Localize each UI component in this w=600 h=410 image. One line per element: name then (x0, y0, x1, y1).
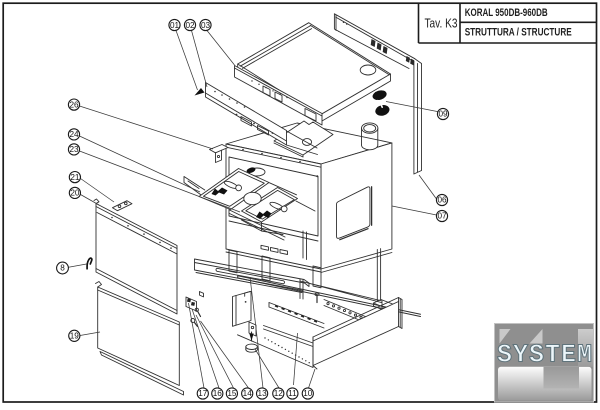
svg-text:20: 20 (70, 189, 80, 198)
svg-text:09: 09 (438, 110, 448, 119)
svg-text:8: 8 (60, 264, 65, 273)
svg-text:01: 01 (170, 21, 180, 30)
svg-text:19: 19 (70, 332, 80, 341)
svg-text:06: 06 (437, 196, 447, 205)
svg-text:02: 02 (185, 21, 195, 30)
svg-text:SYSTEM: SYSTEM (497, 340, 593, 370)
svg-text:Tav. K3: Tav. K3 (425, 17, 458, 31)
svg-text:STRUTTURA / STRUCTURE: STRUTTURA / STRUCTURE (465, 27, 572, 39)
svg-text:KORAL 950DB-960DB: KORAL 950DB-960DB (465, 7, 548, 19)
svg-text:14: 14 (243, 389, 253, 398)
svg-text:13: 13 (258, 389, 268, 398)
svg-text:24: 24 (69, 130, 79, 139)
svg-text:12: 12 (274, 389, 284, 398)
svg-text:23: 23 (69, 145, 79, 154)
svg-text:11: 11 (288, 389, 297, 398)
svg-text:15: 15 (227, 389, 237, 398)
svg-text:16: 16 (213, 389, 223, 398)
svg-text:26: 26 (69, 100, 79, 109)
svg-text:17: 17 (198, 389, 208, 398)
svg-text:07: 07 (437, 212, 447, 221)
svg-text:21: 21 (70, 173, 80, 182)
svg-text:03: 03 (201, 21, 211, 30)
svg-text:10: 10 (303, 389, 313, 398)
